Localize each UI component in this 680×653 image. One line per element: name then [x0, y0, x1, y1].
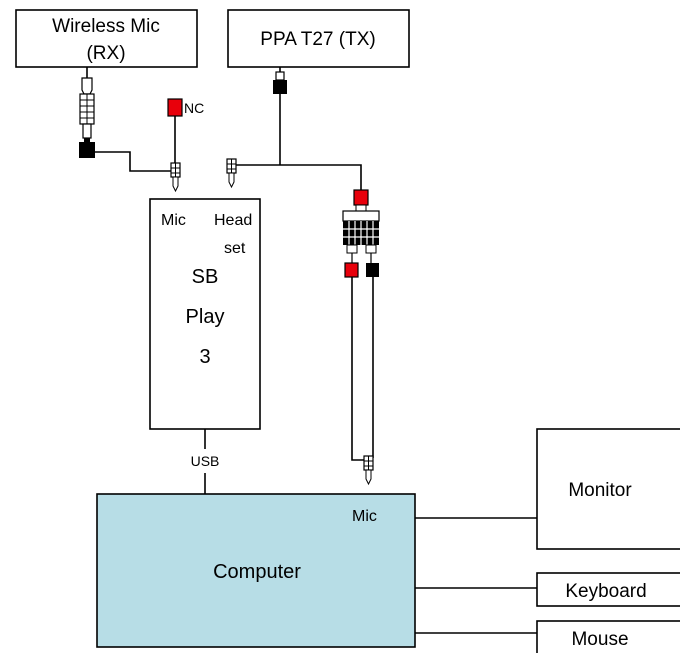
sb-set-label: set	[224, 240, 246, 257]
mouse-title: Mouse	[571, 629, 628, 650]
ppa-t27-box: PPA T27 (TX)	[227, 9, 410, 68]
usb-label: USB	[191, 453, 220, 469]
keyboard-box: Keyboard	[536, 572, 680, 607]
sb-mic-label: Mic	[161, 212, 186, 229]
nc-label: NC	[184, 100, 204, 116]
computer-mic-plug	[363, 455, 374, 486]
ppa-t27-title: PPA T27 (TX)	[260, 29, 375, 50]
sb-play-3-box: Mic Head set SB Play 3	[149, 198, 261, 430]
ppa-output-plug	[273, 67, 287, 94]
sb-title-line3: 3	[199, 346, 210, 368]
keyboard-title: Keyboard	[565, 581, 646, 602]
computer-box: Mic Computer	[96, 493, 416, 648]
mouse-box: Mouse	[536, 620, 680, 653]
monitor-box: Monitor	[536, 428, 680, 550]
wire-ppa-to-headset	[236, 164, 362, 190]
sb-title-line2: Play	[186, 306, 225, 328]
computer-mic-label: Mic	[352, 508, 377, 525]
nc-plug: NC	[167, 98, 204, 117]
wireless-mic-box: Wireless Mic (RX)	[15, 9, 198, 68]
monitor-title: Monitor	[568, 480, 632, 501]
sb-title-line1: SB	[192, 266, 219, 288]
sb-head-label: Head	[214, 212, 252, 229]
sb-headset-plug	[226, 158, 237, 189]
computer-title: Computer	[213, 561, 301, 583]
wires	[94, 93, 537, 634]
wireless-mic-subtitle: (RX)	[86, 43, 125, 64]
wire-splitter-left	[351, 277, 364, 461]
sb-mic-plug	[170, 162, 181, 193]
wireless-mic-jack-plug	[79, 67, 95, 158]
y-splitter-adapter	[342, 189, 380, 278]
wire-wireless-to-sb-mic	[94, 151, 176, 178]
wireless-mic-title: Wireless Mic	[52, 16, 160, 37]
